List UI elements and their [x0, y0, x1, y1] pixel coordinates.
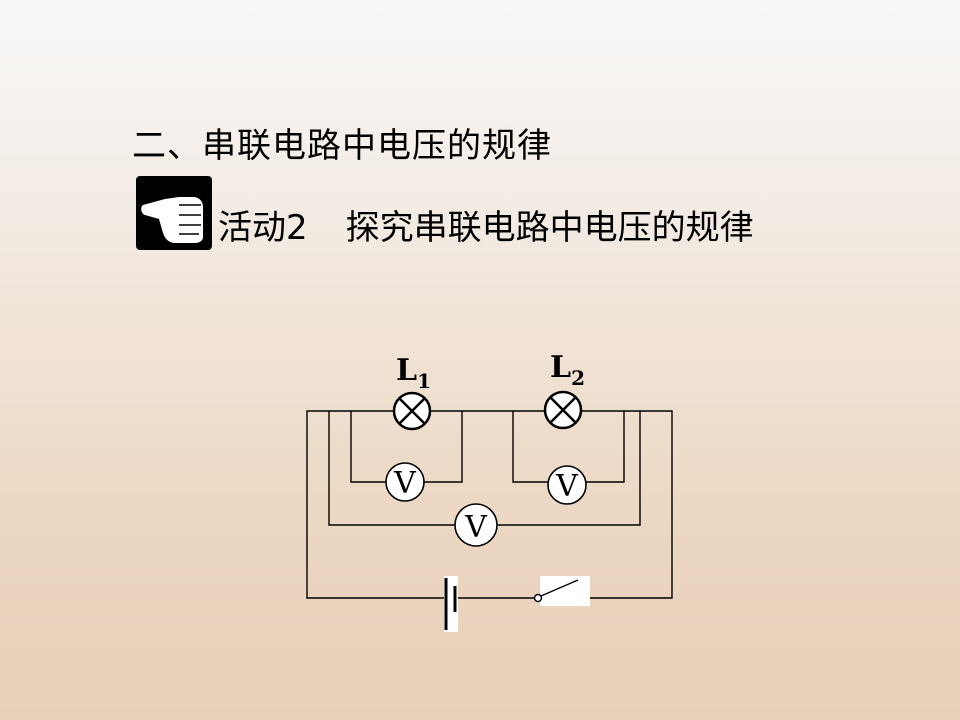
pointing-hand-icon [136, 176, 212, 250]
svg-text:V: V [555, 469, 579, 504]
voltmeter-1: V [385, 462, 425, 502]
voltmeter-2: V [547, 465, 587, 505]
section-heading: 二、串联电路中电压的规律 [132, 126, 552, 166]
main-loop-wire [306, 410, 673, 599]
voltmeter-3: V [454, 503, 498, 547]
svg-text:V: V [464, 510, 488, 545]
activity-title: 探究串联电路中电压的规律 [345, 208, 754, 248]
lamp-1 [392, 391, 432, 431]
activity-line: 活动2 探究串联电路中电压的规律 [218, 200, 754, 249]
activity-label: 活动2 [218, 208, 308, 248]
lamp-2-label: L2 [550, 350, 585, 390]
lamp-1-label: L1 [396, 353, 431, 393]
voltmeter-1-wire [350, 411, 463, 483]
voltmeter-3-wire [328, 411, 641, 526]
battery-symbol [444, 576, 458, 632]
voltmeter-2-wire [512, 411, 625, 483]
switch-symbol [533, 576, 590, 606]
svg-text:V: V [393, 466, 417, 501]
lamp-2 [543, 390, 583, 430]
